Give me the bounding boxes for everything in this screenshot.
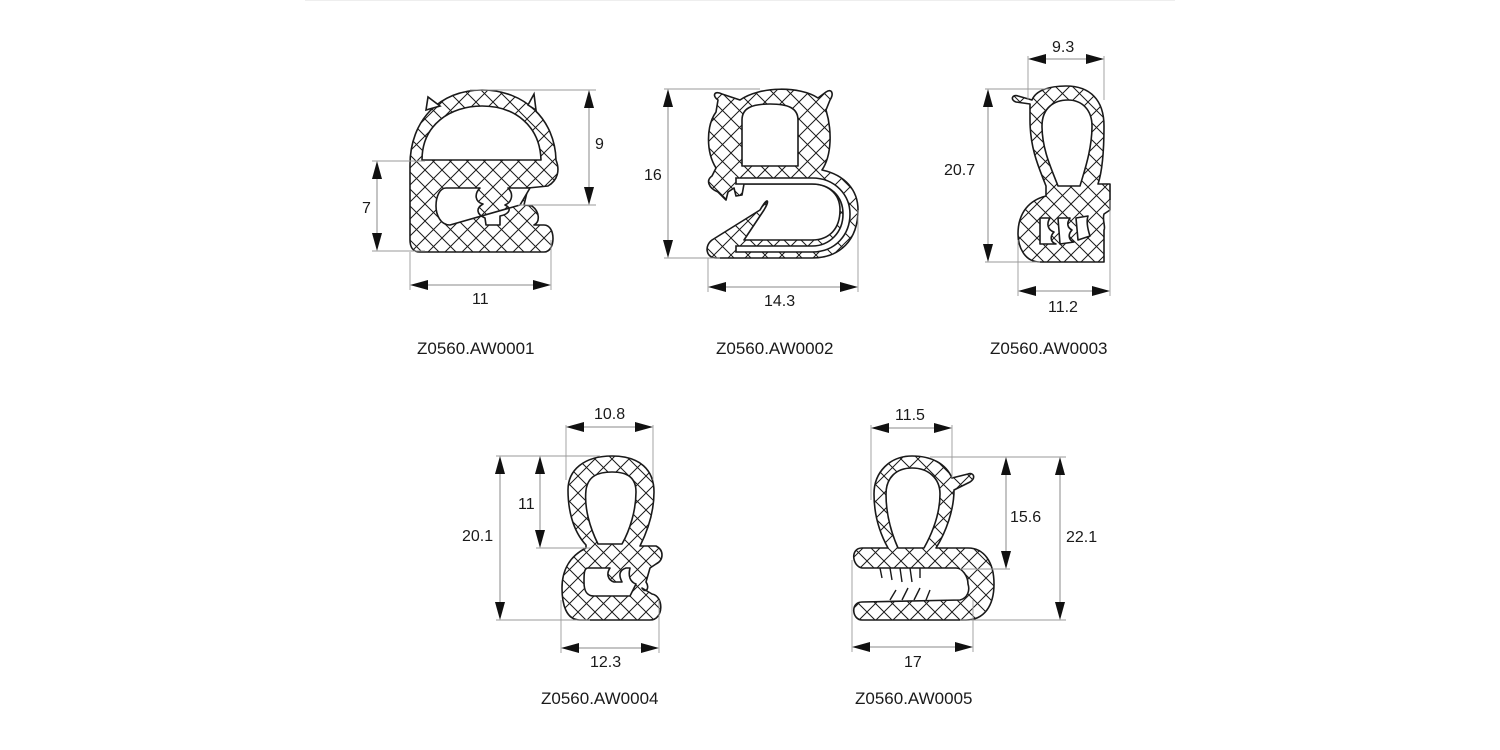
profile-code: Z0560.AW0002 [716,339,834,358]
bulb-cavity [421,105,542,161]
profile-aw0003: 9.3 20.7 11.2 Z0560.AW0003 [944,39,1111,358]
bulb-cavity [741,103,799,167]
profile-aw0001: 9 7 11 Z0560.AW0001 [362,89,604,358]
bulb-cavity [1041,99,1093,187]
channel-cavity [583,567,637,597]
metal-insert [735,177,851,253]
barb-icon [425,95,442,112]
dim-height: 16 [644,167,662,184]
dim-top-width: 9.3 [1052,39,1074,56]
dim-height-lower: 7 [362,200,371,217]
dim-top-width: 10.8 [594,406,625,423]
barb-icon [526,91,538,112]
dim-width: 11 [472,291,489,308]
teeth-upper [879,567,921,583]
dim-height: 20.7 [944,162,975,179]
dim-bottom-width: 12.3 [590,654,621,671]
dim-height-upper: 9 [595,136,604,153]
profile-aw0002: 16 14.3 Z0560.AW0002 [644,88,859,358]
channel-cavity [435,187,531,226]
dim-bulb-height: 15.6 [1010,509,1041,526]
channel-cavity [1039,215,1091,245]
bulb-cavity [885,467,941,549]
dim-height: 20.1 [462,528,493,545]
teeth-lower [889,587,931,601]
profile-code: Z0560.AW0004 [541,689,659,708]
dim-bottom-width: 11.2 [1048,299,1078,316]
dim-height: 22.1 [1066,529,1097,546]
dim-width: 14.3 [764,293,795,310]
profile-aw0004: 10.8 20.1 11 12.3 Z0560.AW0004 [462,406,663,708]
profile-aw0005: 11.5 15.6 22.1 17 Z0560.AW0005 [851,407,1097,708]
dim-top-width: 11.5 [895,407,925,424]
profile-code: Z0560.AW0001 [417,339,535,358]
dim-bulb-height: 11 [518,496,535,513]
profile-code: Z0560.AW0005 [855,689,973,708]
dim-bottom-width: 17 [904,654,922,671]
bulb-cavity [584,471,637,545]
profile-code: Z0560.AW0003 [990,339,1108,358]
top-divider [305,0,1175,1]
